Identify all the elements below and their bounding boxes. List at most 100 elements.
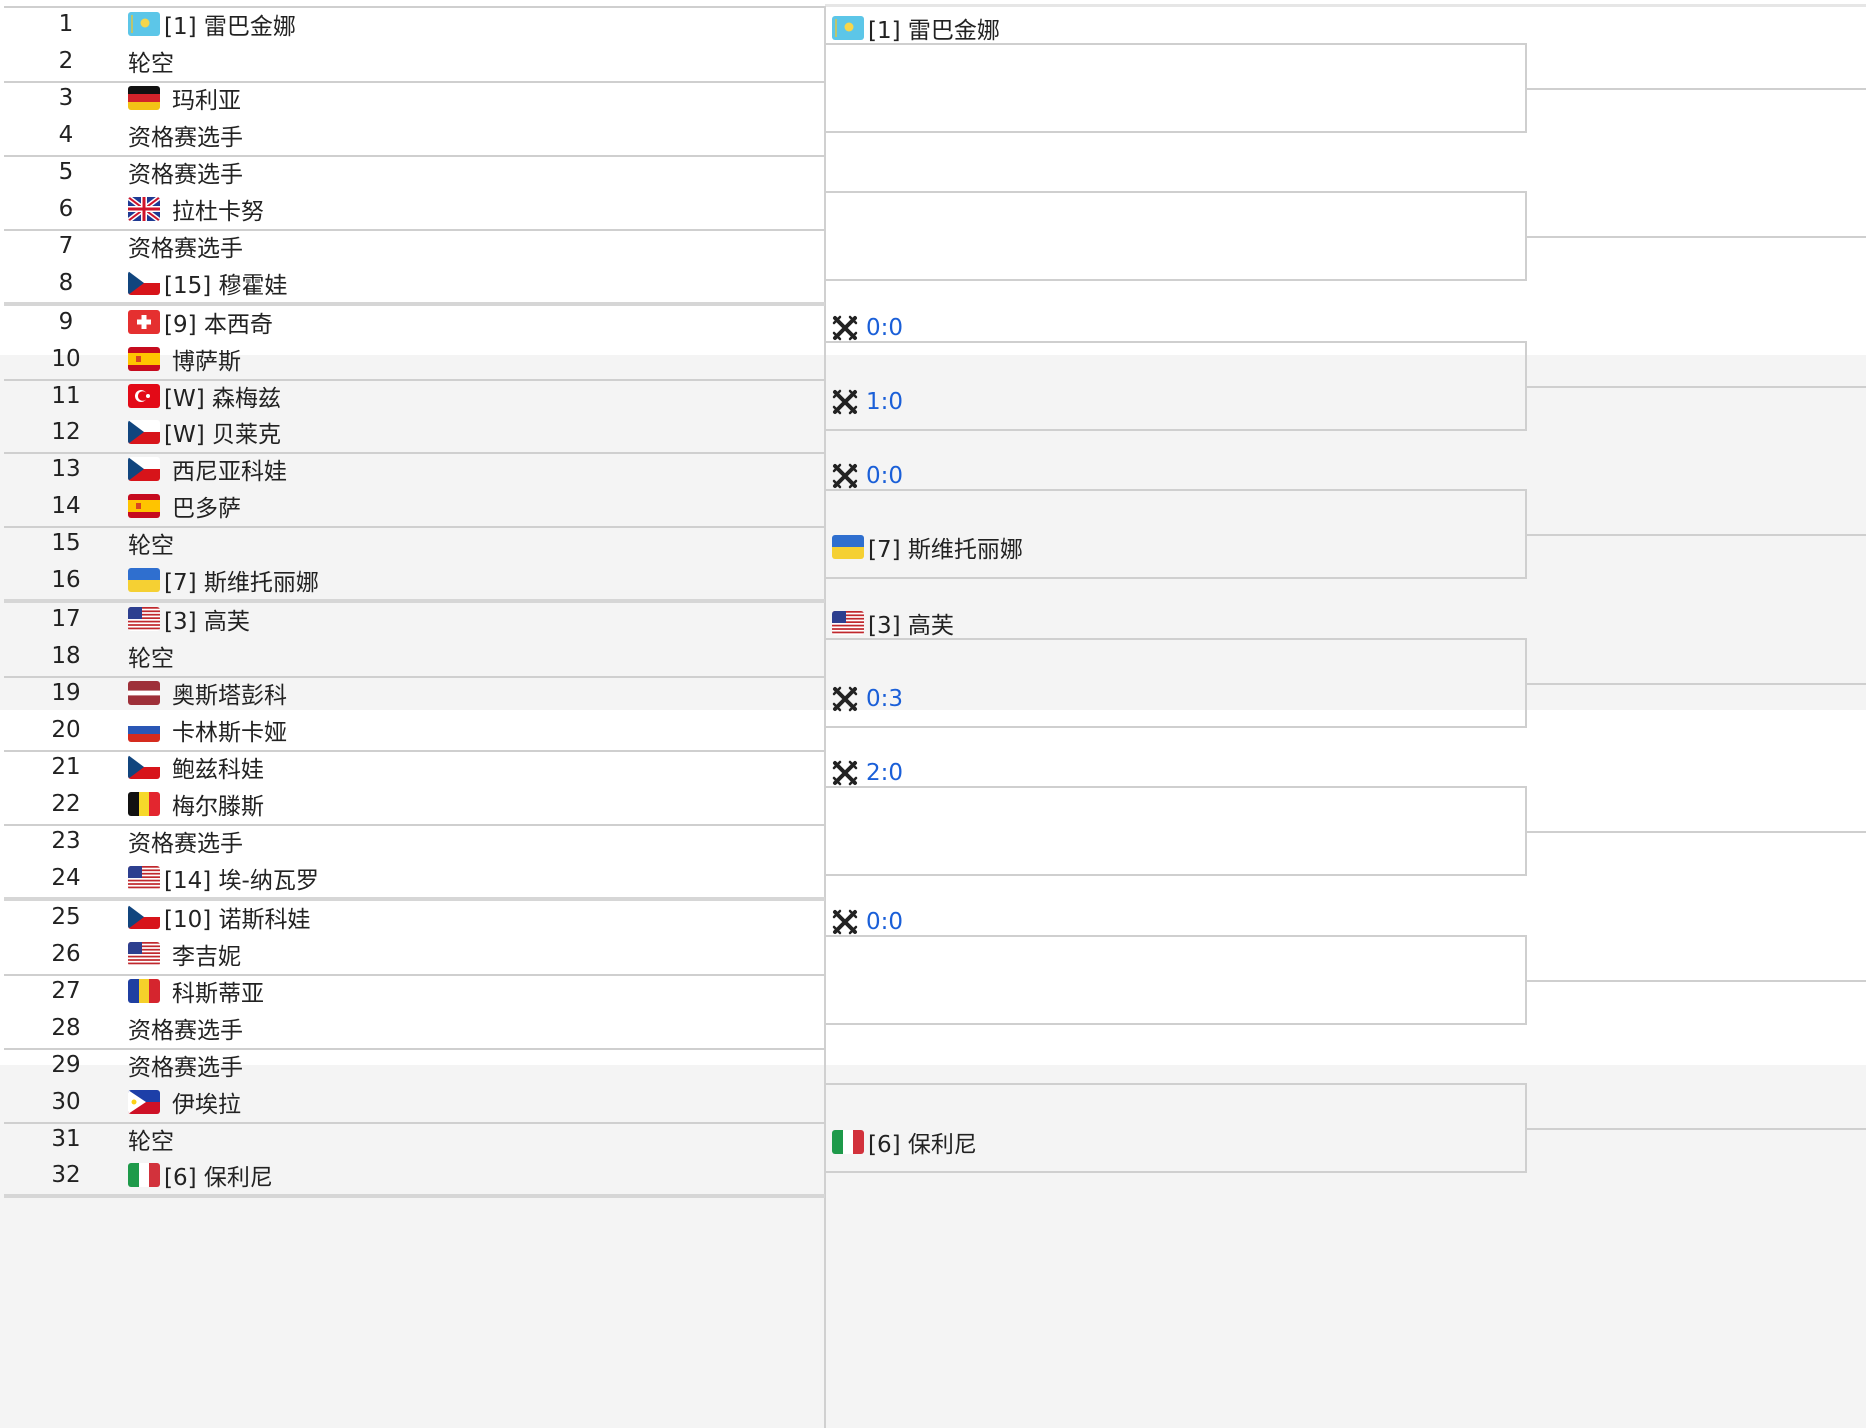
versus-icon	[832, 389, 858, 415]
draw-position-number: 2	[58, 47, 74, 74]
draw-entry-row[interactable]: 11[W] 森梅兹	[4, 374, 825, 418]
player-name[interactable]: 轮空	[128, 1128, 174, 1155]
head-to-head-score[interactable]: 2:0	[832, 757, 903, 789]
player-name[interactable]: 资格赛选手	[128, 161, 243, 188]
draw-entry-row[interactable]: 17 [3] 高芙	[4, 597, 825, 641]
player-name[interactable]: [1] 雷巴金娜	[164, 14, 296, 40]
player-name[interactable]: [1] 雷巴金娜	[868, 18, 1000, 44]
bracket-connector-line	[1526, 88, 1866, 90]
second-round-match-box	[825, 341, 1527, 431]
player-name[interactable]: [7] 斯维托丽娜	[164, 570, 319, 597]
draw-entry-row[interactable]: 16 [7] 斯维托丽娜	[4, 558, 825, 602]
draw-entry-row[interactable]: 9 [9] 本西奇	[4, 300, 825, 344]
match-divider-line	[4, 452, 825, 455]
draw-entry-row[interactable]: 1[1] 雷巴金娜	[4, 2, 825, 46]
player-name[interactable]: 轮空	[128, 533, 174, 560]
head-to-head-score[interactable]: 0:0	[832, 906, 903, 938]
player-name[interactable]: 拉杜卡努	[172, 198, 264, 225]
score-link[interactable]: 0:0	[866, 909, 904, 935]
second-round-player[interactable]: [6] 保利尼	[832, 1126, 977, 1158]
ukraine-flag	[128, 568, 160, 593]
player-name[interactable]: 奥斯塔彭科	[172, 683, 287, 710]
player-name[interactable]: 资格赛选手	[128, 1017, 243, 1044]
player-name[interactable]: 资格赛选手	[128, 830, 243, 857]
head-to-head-score[interactable]: 1:0	[832, 386, 903, 418]
second-round-player[interactable]: [1] 雷巴金娜	[832, 12, 1000, 44]
draw-position-number: 16	[51, 567, 81, 594]
player-name[interactable]: [W] 森梅兹	[164, 385, 281, 412]
score-link[interactable]: 0:0	[866, 463, 904, 489]
player-name[interactable]: 轮空	[128, 646, 174, 673]
player-name[interactable]: 资格赛选手	[128, 124, 243, 151]
player-name[interactable]: [W] 贝莱克	[164, 422, 281, 449]
draw-entry-row[interactable]: 32 [6] 保利尼	[4, 1153, 825, 1197]
second-round-player[interactable]: [7] 斯维托丽娜	[832, 531, 1023, 563]
player-name[interactable]: [6] 保利尼	[164, 1165, 273, 1192]
player-name[interactable]: 伊埃拉	[172, 1091, 241, 1118]
head-to-head-score[interactable]: 0:0	[832, 312, 903, 344]
player-name[interactable]: 资格赛选手	[128, 235, 243, 262]
player-name[interactable]: 博萨斯	[172, 348, 241, 375]
head-to-head-score[interactable]: 0:0	[832, 460, 903, 492]
score-link[interactable]: 2:0	[866, 760, 904, 786]
player-name[interactable]: 资格赛选手	[128, 1054, 243, 1081]
draw-position-number: 24	[51, 864, 81, 891]
draw-column-divider	[824, 6, 826, 1428]
player-name[interactable]: 科斯蒂亚	[172, 980, 264, 1007]
draw-entry-row[interactable]: 25[10] 诺斯科娃	[4, 895, 825, 939]
score-link[interactable]: 0:3	[866, 686, 904, 712]
player-name[interactable]: [15] 穆霍娃	[164, 272, 288, 299]
player-name[interactable]: [9] 本西奇	[164, 311, 273, 338]
player-name[interactable]: [7] 斯维托丽娜	[868, 537, 1023, 563]
head-to-head-score[interactable]: 0:3	[832, 683, 903, 715]
player-name[interactable]: 巴多萨	[172, 496, 241, 523]
match-divider-line	[4, 80, 825, 83]
draw-entry-row[interactable]: 8[15] 穆霍娃	[4, 261, 825, 305]
player-name[interactable]: [6] 保利尼	[868, 1132, 977, 1158]
player-name[interactable]: 李吉妮	[172, 943, 241, 970]
score-link[interactable]: 0:0	[866, 315, 904, 341]
draw-entry-row[interactable]: 2 轮空	[4, 39, 825, 83]
player-name[interactable]: [14] 埃-纳瓦罗	[164, 867, 319, 894]
player-name[interactable]: 西尼亚科娃	[172, 459, 287, 486]
draw-position-number: 9	[58, 308, 74, 335]
player-name[interactable]: 鲍兹科娃	[172, 757, 264, 783]
score-link[interactable]: 1:0	[866, 389, 904, 415]
draw-entry-row[interactable]: 24 [14] 埃-纳瓦罗	[4, 856, 825, 900]
player-name[interactable]: [3] 高芙	[164, 609, 250, 636]
player-name[interactable]: 梅尔滕斯	[172, 793, 264, 820]
draw-entry-row[interactable]: 12[W] 贝莱克	[4, 410, 825, 454]
player-name[interactable]: 卡林斯卡娅	[172, 720, 287, 747]
player-name[interactable]: [3] 高芙	[868, 613, 954, 639]
spain-flag	[128, 346, 160, 371]
player-name[interactable]: 轮空	[128, 50, 174, 77]
draw-position-number: 32	[51, 1162, 81, 1189]
versus-icon	[832, 463, 858, 489]
draw-position-number: 17	[51, 606, 81, 633]
player-name[interactable]: 玛利亚	[172, 87, 241, 114]
player-name[interactable]: [10] 诺斯科娃	[164, 906, 311, 933]
philippines-flag	[128, 1089, 160, 1114]
second-round-player[interactable]: [3] 高芙	[832, 607, 954, 639]
